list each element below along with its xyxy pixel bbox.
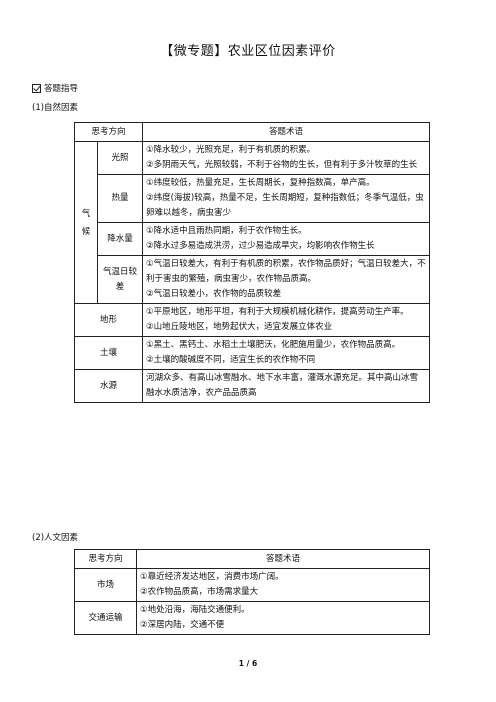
factor-cell: 地形 <box>74 303 143 337</box>
factor-label: 气温日较差 <box>102 266 137 292</box>
term-line: ②农作物品质高，市场需求量大 <box>140 587 259 597</box>
terms-cell: ①降水适中且雨热同期，利于农作物生长。 ②降水过多易造成洪涝，过少易造成旱灾，均… <box>142 222 430 256</box>
col-terms: 答题术语 <box>136 549 430 569</box>
table-row: 土壤 ①黑土、黑钙土、水稻土土壤肥沃，化肥施用量少，农作物品质高。 ②土壤的酸碱… <box>74 336 430 370</box>
term-line: ②深居内陆，交通不便 <box>140 620 225 630</box>
term-line: ①纬度较低，热量充足，生长周期长，复种指数高，单产高。 <box>146 178 375 188</box>
human-heading: (2)人文因素 <box>32 533 79 543</box>
table-row: 水源 河湖众多、有高山冰雪融水、地下水丰富，灌溉水源充足。其中高山冰雪融水水质洁… <box>74 369 430 403</box>
terms-cell: ①靠近经济发达地区，消费市场广阔。 ②农作物品质高，市场需求量大 <box>136 568 430 602</box>
terms-cell: ①纬度较低，热量充足，生长周期长，复种指数高，单产高。 ②纬度(海拔)较高，热量… <box>142 174 430 223</box>
term-line: ②土壤的酸碱度不同，适宜生长的农作物不同 <box>146 355 316 365</box>
term-line: ②多阴雨天气，光照较弱，不利于谷物的生长，但有利于多汁牧草的生长 <box>146 160 418 170</box>
climate-cell: 气候 <box>74 141 98 304</box>
table-row: 地形 ①平原地区，地形平坦，有利于大规模机械化耕作，提高劳动生产率。 ②山地丘陵… <box>74 303 430 337</box>
term-line: ①降水较少，光照充足，利于有机质的积累。 <box>146 145 316 155</box>
term-line: ①靠近经济发达地区，消费市场广阔。 <box>140 572 284 582</box>
terms-cell: 河湖众多、有高山冰雪融水、地下水丰富，灌溉水源充足。其中高山冰雪融水水质洁净，农… <box>142 369 430 403</box>
col-think: 思考方向 <box>74 549 137 569</box>
term-line: ①气温日较差大，有利于有机质的积累，农作物品质好；气温日较差大，不利于害虫的繁殖… <box>146 259 426 284</box>
term-line: ①平原地区，地形平坦，有利于大规模机械化耕作，提高劳动生产率。 <box>146 307 409 317</box>
table-row: 市场 ①靠近经济发达地区，消费市场广阔。 ②农作物品质高，市场需求量大 <box>74 568 430 602</box>
table-row: 交通运输 ①地处沿海，海陆交通便利。 ②深居内陆，交通不便 <box>74 601 430 635</box>
term-line: ②气温日较差小，农作物的品质较差 <box>146 289 282 299</box>
guide-heading: 答题指导 <box>32 82 78 94</box>
factor-cell: 水源 <box>74 369 143 403</box>
table-header-row: 思考方向 答题术语 <box>74 549 430 569</box>
factor-cell: 降水量 <box>97 222 143 256</box>
term-line: ①黑土、黑钙土、水稻土土壤肥沃，化肥施用量少，农作物品质高。 <box>146 340 401 350</box>
factor-cell: 光照 <box>97 141 143 175</box>
factor-cell: 土壤 <box>74 336 143 370</box>
term-line: ②纬度(海拔)较高，热量不足，生长周期短，复种指数低；冬季气温低，虫卵难以越冬，… <box>146 193 424 218</box>
table-header-row: 思考方向 答题术语 <box>74 122 430 142</box>
term-line: ①降水适中且雨热同期，利于农作物生长。 <box>146 226 307 236</box>
table-row: 气温日较差 ①气温日较差大，有利于有机质的积累，农作物品质好；气温日较差大，不利… <box>75 255 430 304</box>
terms-cell: ①地处沿海，海陆交通便利。 ②深居内陆，交通不便 <box>136 601 430 635</box>
term-line: ①地处沿海，海陆交通便利。 <box>140 605 250 615</box>
terms-cell: ①黑土、黑钙土、水稻土土壤肥沃，化肥施用量少，农作物品质高。 ②土壤的酸碱度不同… <box>142 336 430 370</box>
checkbox-icon <box>32 83 41 93</box>
terms-cell: ①平原地区，地形平坦，有利于大规模机械化耕作，提高劳动生产率。 ②山地丘陵地区，… <box>142 303 430 337</box>
table-row: 降水量 ①降水适中且雨热同期，利于农作物生长。 ②降水过多易造成洪涝，过少易造成… <box>75 222 430 256</box>
human-factors-table: 思考方向 答题术语 市场 ①靠近经济发达地区，消费市场广阔。 ②农作物品质高，市… <box>74 549 430 635</box>
factor-cell: 交通运输 <box>74 601 137 635</box>
factor-cell: 热量 <box>97 174 143 223</box>
natural-factors-table: 思考方向 答题术语 气候 光照 ①降水较少，光照充足，利于有机质的积累。 ②多阴… <box>74 122 430 403</box>
terms-cell: ①降水较少，光照充足，利于有机质的积累。 ②多阴雨天气，光照较弱，不利于谷物的生… <box>142 141 430 175</box>
col-think: 思考方向 <box>74 122 143 142</box>
page-title: 【微专题】农业区位因素评价 <box>160 44 336 59</box>
table-row: 热量 ①纬度较低，热量充足，生长周期长，复种指数高，单产高。 ②纬度(海拔)较高… <box>75 174 430 223</box>
term-line: 河湖众多、有高山冰雪融水、地下水丰富，灌溉水源充足。其中高山冰雪融水水质洁净，农… <box>146 373 419 398</box>
guide-label: 答题指导 <box>44 84 79 94</box>
col-terms: 答题术语 <box>142 122 430 142</box>
terms-cell: ①气温日较差大，有利于有机质的积累，农作物品质好；气温日较差大，不利于害虫的繁殖… <box>142 255 430 304</box>
climate-label: 气候 <box>81 208 91 237</box>
term-line: ②山地丘陵地区，地势起伏大，适宜发展立体农业 <box>146 322 333 332</box>
term-line: ②降水过多易造成洪涝，过少易造成旱灾，均影响农作物生长 <box>146 241 375 251</box>
factor-cell: 市场 <box>74 568 137 602</box>
natural-heading: (1)自然因素 <box>32 103 79 113</box>
factor-cell: 气温日较差 <box>97 255 143 304</box>
page-number: 1 / 6 <box>238 659 258 668</box>
table-row: 气候 光照 ①降水较少，光照充足，利于有机质的积累。 ②多阴雨天气，光照较弱，不… <box>74 141 430 304</box>
